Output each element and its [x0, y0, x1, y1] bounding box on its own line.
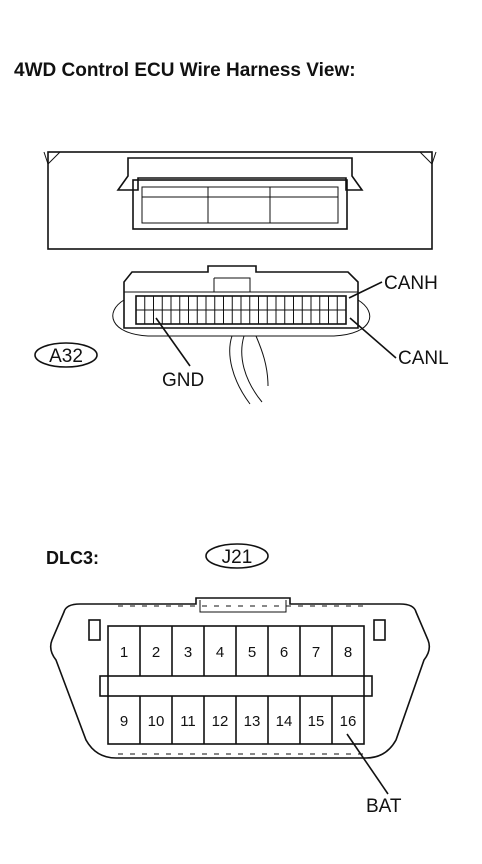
dlc-pin-10: 10	[148, 713, 165, 730]
dlc-pin-12: 12	[212, 713, 229, 730]
connector-code-j21: J21	[222, 547, 253, 568]
ecu-unit	[43, 151, 437, 250]
dlc-pin-6: 6	[280, 644, 288, 661]
dlc-label: DLC3:	[46, 548, 99, 568]
bat-label: BAT	[366, 796, 402, 817]
dlc-pin-1: 1	[120, 644, 128, 661]
canl-leader	[349, 317, 397, 359]
canh-label: CANH	[384, 273, 438, 294]
dlc-pin-8: 8	[344, 644, 352, 661]
dlc-pin-9: 9	[120, 713, 128, 730]
dlc-pin-15: 15	[308, 713, 325, 730]
dlc-pin-7: 7	[312, 644, 320, 661]
dlc-pin-3: 3	[184, 644, 192, 661]
canh-leader	[348, 281, 383, 299]
dlc-pin-5: 5	[248, 644, 256, 661]
gnd-label: GND	[162, 370, 204, 391]
dlc-pin-13: 13	[244, 713, 261, 730]
dlc-pin-16: 16	[340, 713, 357, 730]
connector-badge-j21: J21	[205, 543, 269, 569]
dlc-pin-2: 2	[152, 644, 160, 661]
connector-code-a32: A32	[49, 346, 83, 367]
dlc-pin-11: 11	[180, 713, 196, 730]
canl-label: CANL	[398, 348, 449, 369]
bat-leader	[346, 733, 389, 795]
gnd-leader	[155, 317, 191, 367]
diagram-title: 4WD Control ECU Wire Harness View:	[14, 60, 356, 81]
ecu-connector-a32	[112, 265, 371, 405]
dlc-pin-14: 14	[276, 713, 293, 730]
dlc-pin-4: 4	[216, 644, 224, 661]
connector-badge-a32: A32	[34, 342, 98, 368]
